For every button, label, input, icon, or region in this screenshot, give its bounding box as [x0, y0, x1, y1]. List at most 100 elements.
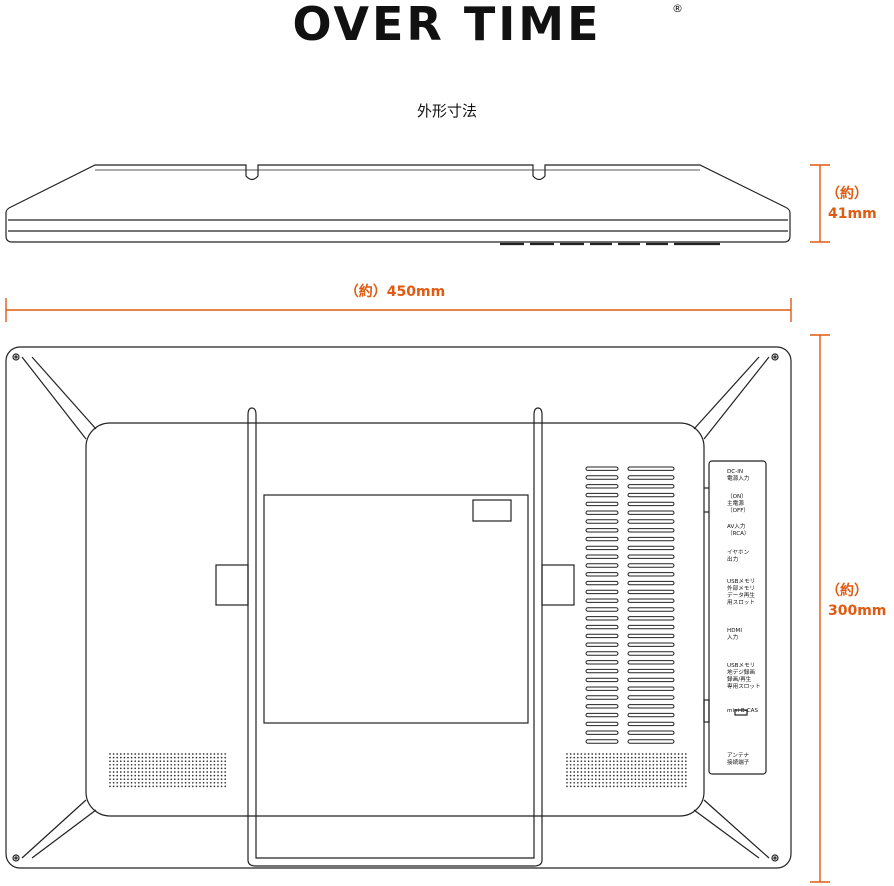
vent-slot [585, 598, 619, 603]
port-panel [708, 460, 767, 775]
vent-slot [627, 651, 675, 656]
vent-slot [585, 466, 619, 471]
registered-mark: ® [672, 2, 683, 15]
vent-slot [627, 721, 675, 727]
port-label: （RCA） [727, 530, 750, 537]
vent-slot [585, 704, 619, 709]
vent-slot [585, 668, 619, 674]
bevel-lines [21, 356, 770, 859]
vent-slot [585, 475, 619, 480]
vent-slot [627, 712, 675, 718]
vent-slot [627, 589, 675, 595]
port-label: イヤホン [727, 549, 750, 556]
vent-slot [585, 730, 619, 735]
vent-slot [627, 536, 675, 542]
port-label: 用スロット [727, 599, 755, 606]
port-label: AV入力 [727, 522, 746, 530]
page-subtitle: 外形寸法 [416, 102, 477, 120]
vent-slot [585, 721, 619, 727]
port-label: 電源入力 [727, 474, 750, 482]
speaker-grilles [109, 753, 687, 788]
center-label-plate [472, 499, 512, 522]
width-dimension-line [5, 298, 792, 322]
vent-slot [585, 686, 619, 691]
port-label: DC-IN [727, 469, 743, 475]
vent-slot [585, 616, 619, 621]
vent-slot [585, 510, 619, 515]
vent-slot [585, 660, 619, 665]
vent-slot [585, 651, 619, 656]
screw-holes [12, 353, 779, 862]
brand-name: OVER TIME [292, 0, 602, 51]
vent-slot [627, 554, 675, 559]
vent-slot [627, 607, 675, 612]
vent-slot [627, 695, 675, 700]
vent-slot [627, 660, 675, 665]
vent-slot [585, 633, 619, 639]
port-label: データ再生 [727, 591, 755, 599]
vent-slot [627, 572, 675, 577]
vent-slot [585, 739, 619, 744]
depth-label-prefix: （約） [826, 186, 868, 202]
vent-slot [585, 484, 619, 489]
port-label: mini B-CAS [727, 708, 758, 714]
port-label: USBメモリ [727, 578, 755, 585]
vent-slot [627, 545, 675, 551]
vent-slot [627, 633, 675, 639]
port-label: 外部メモリ [727, 584, 755, 592]
vent-slot [585, 624, 619, 630]
vent-slot [585, 712, 619, 718]
mini-bcas-slot-icon [734, 709, 748, 716]
vent-slot [585, 536, 619, 542]
port-label: 接続端子 [727, 758, 750, 766]
port-label: 地デジ録画 [727, 668, 755, 676]
vent-slot [627, 624, 675, 630]
vent-slot [585, 563, 619, 568]
vent-slot [627, 704, 675, 709]
vent-slot [585, 501, 619, 507]
vent-slot [585, 589, 619, 595]
vent-slot [627, 510, 675, 515]
height-dimension-line [810, 334, 830, 883]
height-label-value: 300mm [828, 603, 887, 619]
vent-slot [627, 580, 675, 586]
vent-slots [585, 466, 675, 744]
vent-slot [627, 519, 675, 524]
port-label: HDMI [727, 628, 742, 634]
port-label: アンテナ [727, 752, 750, 759]
vent-slot [585, 545, 619, 551]
vent-slot [627, 668, 675, 674]
stand [215, 407, 575, 867]
vent-slot [627, 739, 675, 744]
vent-slot [585, 492, 619, 498]
center-panel [263, 494, 529, 724]
vent-slot [585, 580, 619, 586]
height-label-prefix: （約） [826, 583, 868, 599]
vent-slot [585, 528, 619, 533]
vent-slot [627, 484, 675, 489]
vent-slot [585, 607, 619, 612]
vent-slot [627, 475, 675, 480]
port-label: （OFF） [727, 507, 749, 514]
vent-slot [627, 501, 675, 507]
port-label: USBメモリ [727, 662, 755, 669]
depth-label-value: 41mm [828, 206, 877, 222]
top-view-outline [5, 164, 791, 243]
vent-slot [627, 677, 675, 683]
vent-slot [585, 572, 619, 577]
vent-slot [627, 528, 675, 533]
port-label: 主電源 [727, 499, 744, 507]
vent-slot [627, 730, 675, 735]
vent-slot [627, 466, 675, 471]
vent-slot [627, 492, 675, 498]
vent-slot [627, 686, 675, 691]
port-label: 出力 [727, 555, 739, 563]
port-label: 入力 [727, 633, 739, 641]
vent-slot [585, 677, 619, 683]
vent-slot [627, 563, 675, 568]
port-label: 専用スロット [727, 682, 761, 690]
vent-slot [585, 642, 619, 647]
width-label: （約）450mm [344, 284, 446, 300]
brand-logo: OVER TIME [0, 0, 894, 48]
